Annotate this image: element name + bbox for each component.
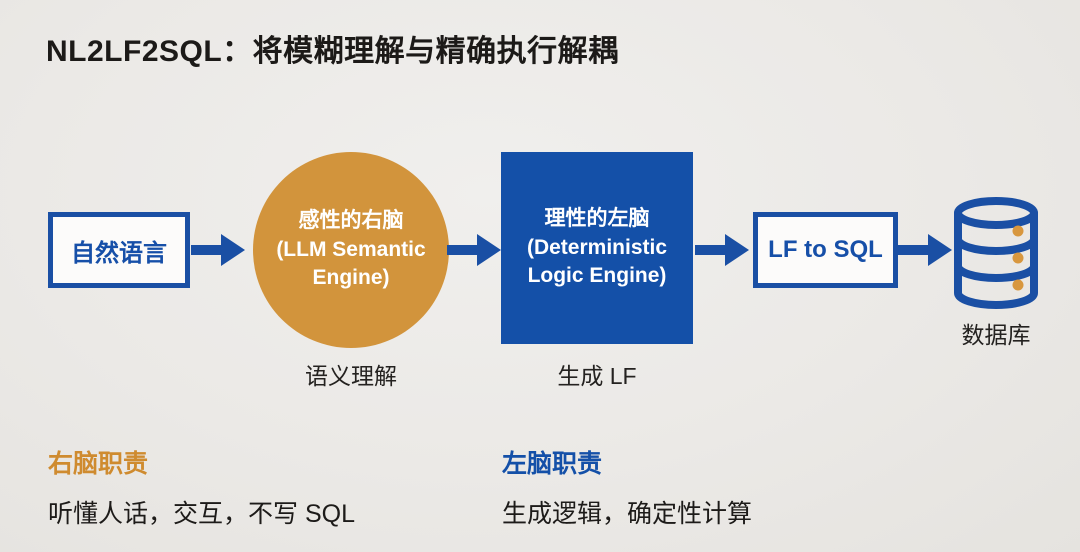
lf-to-sql-label: LF to SQL <box>768 236 883 263</box>
natural-language-label: 自然语言 <box>71 239 167 267</box>
right-brain-caption: 语义理解 <box>305 363 397 389</box>
right-brain-line2: (LLM Semantic <box>276 237 426 261</box>
left-brain-duties-section: 左脑职责 生成逻辑，确定性计算 <box>502 444 752 530</box>
right-brain-duties-heading: 右脑职责 <box>48 450 149 478</box>
right-brain-line1: 感性的右脑 <box>298 209 404 233</box>
page-title: NL2LF2SQL：将模糊理解与精确执行解耦 <box>46 35 619 68</box>
left-brain-line1: 理性的左脑 <box>544 207 650 231</box>
left-brain-duties-body: 生成逻辑，确定性计算 <box>502 500 753 528</box>
left-brain-duties-heading: 左脑职责 <box>502 450 603 478</box>
arrow-right-icon <box>695 232 749 268</box>
arrow-right-icon <box>447 232 501 268</box>
left-brain-caption: 生成 LF <box>557 363 637 389</box>
database-label: 数据库 <box>961 322 1031 348</box>
right-brain-node: 感性的右脑 (LLM Semantic Engine) <box>253 152 449 348</box>
lf-to-sql-node: LF to SQL <box>753 212 898 288</box>
arrow-right-icon <box>898 232 952 268</box>
right-brain-duties-section: 右脑职责 听懂人话，交互，不写 SQL <box>48 444 355 530</box>
database-icon <box>948 197 1044 309</box>
left-brain-node: 理性的左脑 (Deterministic Logic Engine) <box>501 152 693 344</box>
left-brain-line3: Logic Engine) <box>527 264 667 288</box>
arrow-right-icon <box>191 232 245 268</box>
left-brain-line2: (Deterministic <box>526 235 668 259</box>
right-brain-duties-body: 听懂人话，交互，不写 SQL <box>48 500 355 528</box>
right-brain-line3: Engine) <box>312 266 390 290</box>
natural-language-node: 自然语言 <box>48 212 190 288</box>
